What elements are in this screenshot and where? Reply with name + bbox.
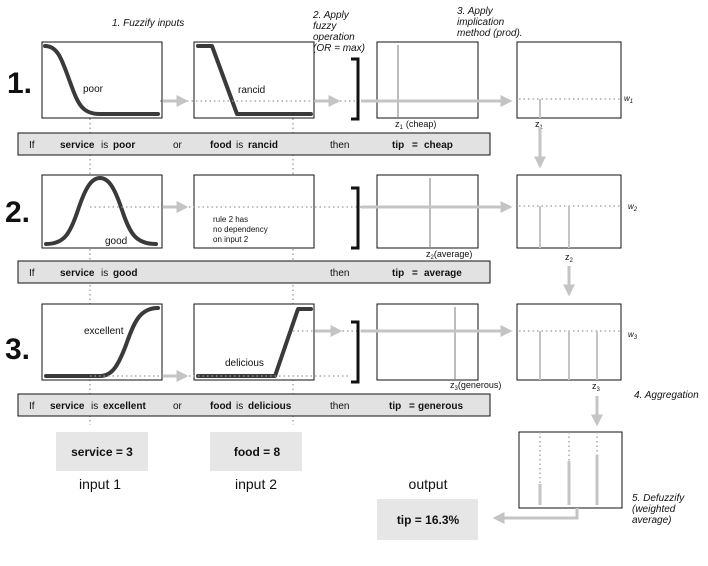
svg-text:or: or [173, 401, 183, 412]
svg-text:If: If [29, 268, 35, 279]
bracket-row1 [351, 57, 360, 121]
svg-text:implication: implication [457, 17, 505, 28]
output-box-cheap [376, 41, 479, 119]
mf-box-food-none [193, 174, 315, 249]
z2-label-right: z2 [565, 252, 574, 264]
svg-text:3. Apply: 3. Apply [457, 6, 494, 17]
input-1-caption: input 1 [79, 476, 121, 492]
mf-label-good: good [105, 236, 127, 247]
svg-text:is: is [236, 401, 243, 412]
defuzzify-arrow [492, 508, 579, 524]
svg-text:no dependency: no dependency [213, 225, 268, 234]
input-2-caption: input 2 [235, 476, 277, 492]
bracket-row2 [351, 186, 360, 250]
mf-box-food-rancid [193, 41, 315, 119]
svg-text:then: then [330, 401, 349, 412]
svg-text:5. Defuzzify: 5. Defuzzify [632, 493, 685, 504]
svg-text:on input 2: on input 2 [213, 235, 249, 244]
mf-curve-rancid [196, 44, 313, 116]
step-5-label: 5. Defuzzify (weighted average) [632, 493, 685, 526]
svg-text:food: food [210, 401, 232, 412]
w1-label: w1 [624, 94, 633, 105]
svg-text:method (prod).: method (prod). [457, 28, 523, 39]
svg-text:is: is [236, 140, 243, 151]
z2-label: z2(average) [426, 249, 472, 261]
svg-text:is: is [91, 401, 98, 412]
z3-label: z3(generous) [450, 380, 501, 392]
output-value: tip = 16.3% [397, 513, 460, 527]
mf-curve-delicious [196, 307, 313, 378]
svg-text:food: food [210, 140, 232, 151]
rule-1-bar: If service is poor or food is rancid the… [17, 132, 491, 156]
svg-text:service: service [50, 401, 85, 412]
mf-label-rancid: rancid [238, 85, 265, 96]
svg-text:tip: tip [392, 268, 404, 279]
svg-text:delicious: delicious [248, 401, 292, 412]
step-3-label: 3. Apply implication method (prod). [457, 6, 523, 39]
output-box-generous [376, 303, 479, 381]
mf-label-poor: poor [83, 84, 104, 95]
mf-curve-excellent [44, 306, 160, 378]
svg-text:If: If [29, 140, 35, 151]
svg-text:rule 2 has: rule 2 has [213, 215, 248, 224]
implication-box-1 [516, 41, 622, 119]
rule-2-note: rule 2 has no dependency on input 2 [213, 215, 268, 244]
mf-box-service-excellent [41, 303, 163, 381]
output-value-box [377, 499, 478, 540]
mf-label-excellent: excellent [84, 326, 124, 337]
svg-text:2. Apply: 2. Apply [312, 10, 350, 21]
mf-curve-good [44, 176, 158, 246]
mf-curve-poor [43, 44, 160, 116]
rule-number-2: 2. [5, 196, 30, 229]
svg-text:rancid: rancid [248, 140, 278, 151]
svg-text:then: then [330, 140, 349, 151]
step-1-label: 1. Fuzzify inputs [112, 18, 184, 29]
step-2-label: 2. Apply fuzzy operation (OR = max) [312, 10, 365, 54]
rule-number-1: 1. [7, 67, 32, 100]
output-caption: output [409, 476, 448, 492]
svg-text:average: average [424, 268, 462, 279]
mf-label-delicious: delicious [225, 358, 264, 369]
input-2-value: food = 8 [234, 445, 281, 459]
svg-text:tip: tip [392, 140, 404, 151]
svg-text:operation: operation [313, 32, 355, 43]
svg-text:average): average) [632, 515, 671, 526]
svg-text:poor: poor [113, 140, 135, 151]
svg-text:service: service [60, 140, 95, 151]
svg-text:tip: tip [389, 401, 401, 412]
svg-text:fuzzy: fuzzy [313, 21, 337, 32]
svg-text:cheap: cheap [424, 140, 453, 151]
step-4-label: 4. Aggregation [634, 390, 699, 401]
svg-text:or: or [173, 140, 183, 151]
svg-text:generous: generous [418, 401, 463, 412]
z1-label: z1(cheap) [395, 119, 436, 131]
svg-text:(OR = max): (OR = max) [313, 43, 365, 54]
output-box-average [376, 174, 479, 249]
w3-label: w3 [628, 330, 638, 341]
svg-text:is: is [101, 268, 108, 279]
svg-text:is: is [101, 140, 108, 151]
z3-label-right: z3 [592, 381, 601, 393]
bracket-row3 [351, 320, 360, 384]
svg-text:service: service [60, 268, 95, 279]
svg-text:(weighted: (weighted [632, 504, 676, 515]
w2-label: w2 [628, 202, 638, 213]
rule-3-bar: If service is excellent or food is delic… [17, 393, 491, 417]
svg-text:excellent: excellent [103, 401, 146, 412]
svg-text:good: good [113, 268, 137, 279]
rule-number-3: 3. [5, 333, 30, 366]
rule-2-bar: If service is good then tip = average [17, 260, 491, 284]
mf-box-service-good [41, 174, 163, 249]
svg-text:=: = [412, 268, 418, 279]
svg-text:=: = [412, 140, 418, 151]
input-1-value: service = 3 [71, 445, 133, 459]
input-1-value-box [56, 432, 148, 471]
svg-text:If: If [29, 401, 35, 412]
mf-box-service-poor [41, 41, 163, 119]
input-2-value-box [210, 432, 302, 471]
svg-text:=: = [409, 401, 415, 412]
svg-text:then: then [330, 268, 349, 279]
